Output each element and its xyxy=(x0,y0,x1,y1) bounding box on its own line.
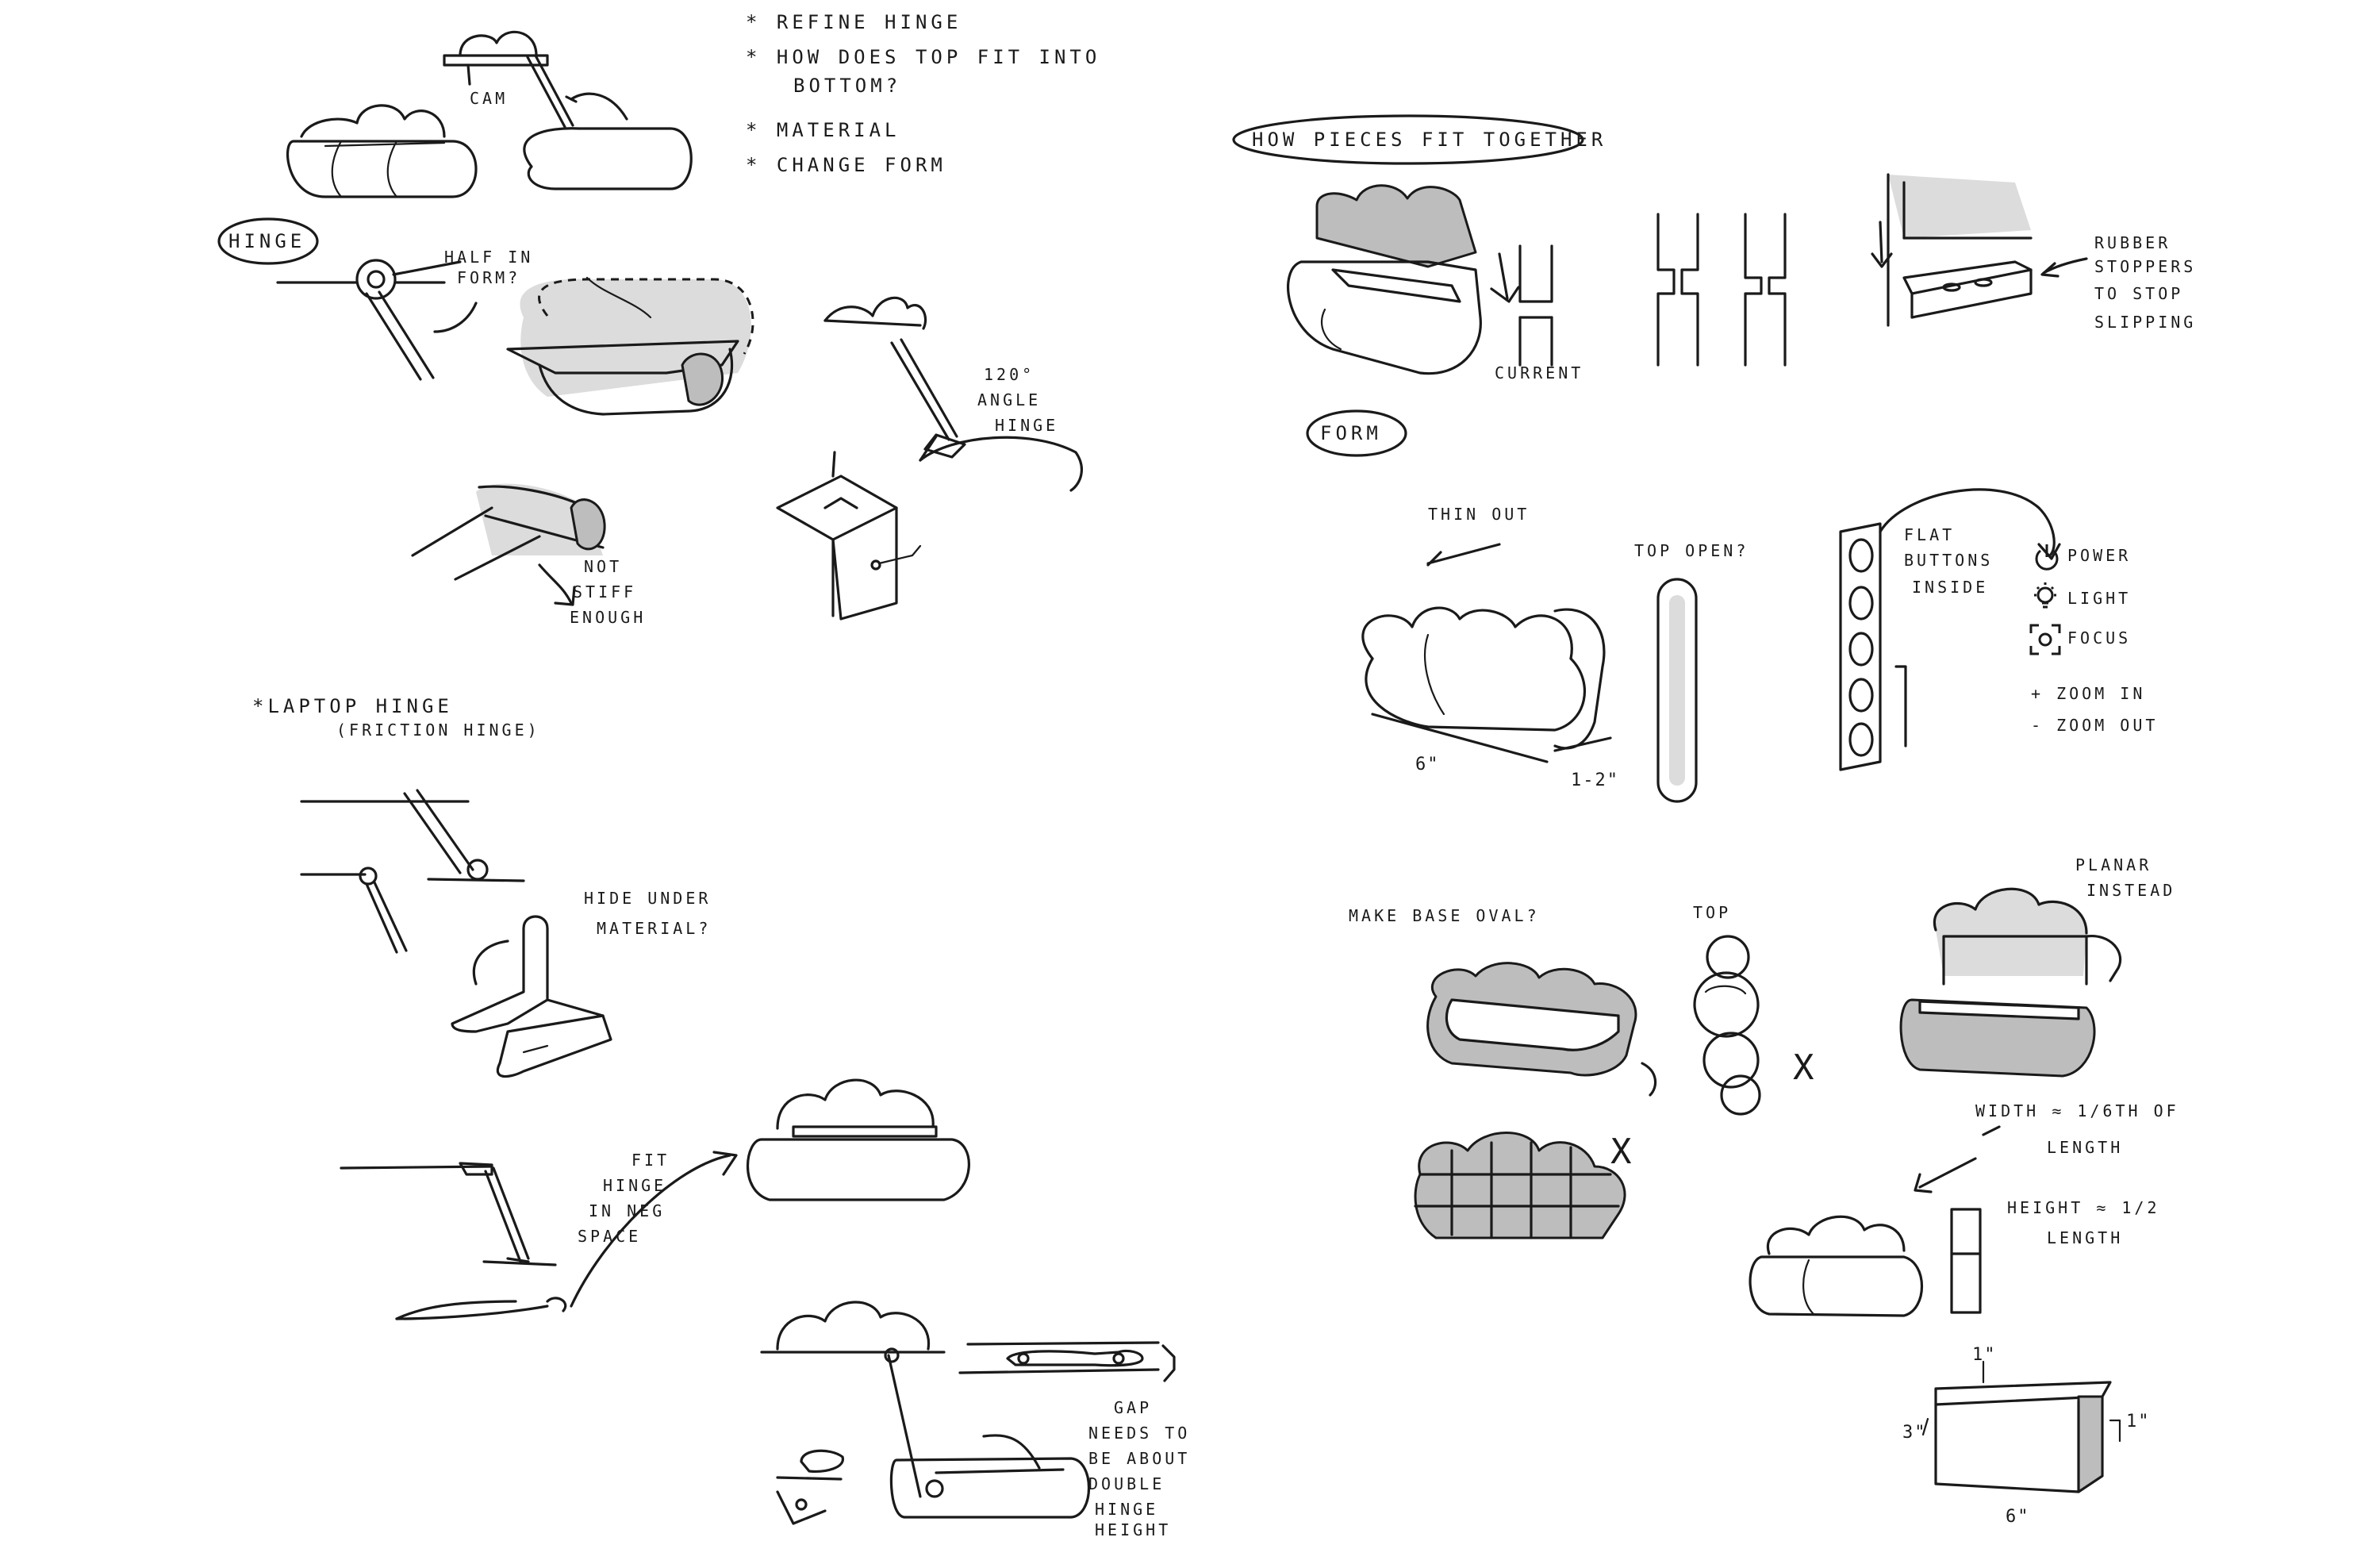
focus-icon xyxy=(2028,622,2063,657)
sketch-proportion-cloud xyxy=(1749,1125,2001,1317)
note-hide-under-2: MATERIAL? xyxy=(597,919,712,938)
note-enough: ENOUGH xyxy=(570,608,647,627)
sketch-hinge-roller xyxy=(276,259,478,381)
note-stoppers: STOPPERS xyxy=(2094,257,2197,276)
note-not: NOT xyxy=(584,557,623,576)
sketch-button-strip xyxy=(1839,488,2061,771)
note-half-in: HALF IN xyxy=(444,248,534,267)
note-instead: INSTEAD xyxy=(2086,881,2176,900)
fit-together-heading: HOW PIECES FIT TOGETHER xyxy=(1252,129,1607,151)
sketch-laptop-hinge xyxy=(300,789,525,954)
note-slipping: SLIPPING xyxy=(2094,313,2197,332)
dim-6-inch: 6" xyxy=(1415,755,1440,774)
note-stiff: STIFF xyxy=(573,582,637,601)
sketch-grid-cloud-rejected xyxy=(1414,1132,1626,1239)
fit-together-heading-oval xyxy=(1232,114,1584,165)
note-to-stop: TO STOP xyxy=(2094,284,2184,303)
sketch-hinge-neg-space xyxy=(340,1151,738,1320)
box-dim-bottom: 6" xyxy=(2006,1507,2030,1527)
note-friction-hinge: (FRICTION HINGE) xyxy=(336,721,540,740)
note-cam: CAM xyxy=(470,89,509,108)
note-gap-5: HINGE xyxy=(1095,1500,1159,1519)
box-dim-top: 1" xyxy=(1972,1345,1997,1365)
note-current: CURRENT xyxy=(1495,363,1584,382)
note-top: TOP xyxy=(1693,903,1732,922)
note-hinge: HINGE xyxy=(603,1176,667,1195)
note-flat: FLAT xyxy=(1904,525,1956,544)
sketch-mating-pieces xyxy=(1287,184,1520,375)
sketch-joint-profiles xyxy=(1518,213,1787,367)
note-half-in-2: FORM? xyxy=(457,268,521,287)
note-height-length: LENGTH xyxy=(2047,1228,2124,1247)
legend-zoom-in: + ZOOM IN xyxy=(2031,684,2146,703)
sketch-cloud-slot xyxy=(746,1078,970,1201)
sketch-cloud-thin-out xyxy=(1361,543,1612,763)
note-material: * MATERIAL xyxy=(746,119,900,141)
sketch-dimension-box xyxy=(1921,1360,2121,1493)
sketch-rubber-stoppers xyxy=(1871,173,2088,327)
note-top-open: TOP OPEN? xyxy=(1634,541,1749,560)
note-fit: FIT xyxy=(631,1151,670,1170)
light-bulb-icon xyxy=(2028,579,2063,614)
note-thin-out: THIN OUT xyxy=(1428,505,1530,524)
note-hide-under: HIDE UNDER xyxy=(584,889,712,908)
sketch-cloud-cam-arm xyxy=(443,30,693,190)
note-make-base-oval: MAKE BASE OVAL? xyxy=(1349,906,1540,925)
legend-zoom-out: - ZOOM OUT xyxy=(2031,716,2159,735)
hinge-heading-oval xyxy=(217,217,319,265)
note-height: HEIGHT ≈ 1/2 xyxy=(2007,1198,2160,1217)
reject-mark-top: X xyxy=(1793,1047,1814,1088)
sketch-oval-base-cloud xyxy=(1426,962,1657,1097)
box-dim-left: 3" xyxy=(1902,1423,1927,1443)
dim-1-2-inch: 1-2" xyxy=(1571,770,1619,790)
sketch-top-open-slot xyxy=(1656,578,1698,803)
note-angle: ANGLE xyxy=(977,390,1042,409)
form-heading-oval xyxy=(1306,409,1407,457)
legend-power: POWER xyxy=(2067,546,2132,565)
reject-mark-grid: X xyxy=(1610,1132,1632,1172)
note-top-fit-2: BOTTOM? xyxy=(793,75,902,97)
note-planar: PLANAR xyxy=(2075,855,2152,874)
sketch-l-bracket xyxy=(451,915,612,1078)
note-gap-4: DOUBLE xyxy=(1088,1474,1165,1493)
note-buttons: BUTTONS xyxy=(1904,551,1994,570)
form-heading: FORM xyxy=(1320,422,1382,444)
sketch-120-angle-hinge xyxy=(823,296,1084,492)
power-icon xyxy=(2031,541,2063,573)
note-gap-3: BE ABOUT xyxy=(1088,1449,1191,1468)
box-dim-right: 1" xyxy=(2126,1412,2151,1431)
sketch-cylinder-not-stiff xyxy=(411,483,606,606)
note-gap-2: NEEDS TO xyxy=(1088,1424,1191,1443)
note-refine-hinge: * REFINE HINGE xyxy=(746,11,962,33)
note-width: WIDTH ≈ 1/6TH OF xyxy=(1975,1101,2179,1120)
sketch-barrel-half-in-form xyxy=(506,276,754,416)
note-in-neg: IN NEG xyxy=(589,1201,666,1220)
sketch-cloud-base-left xyxy=(286,104,478,198)
sketch-planar-clouds xyxy=(1899,887,2122,1078)
sketch-cube-hinge xyxy=(776,451,922,621)
note-gap-6: HEIGHT xyxy=(1095,1520,1172,1539)
note-rubber: RUBBER xyxy=(2094,233,2171,252)
note-gap: GAP xyxy=(1114,1398,1153,1417)
note-angle-hinge: HINGE xyxy=(995,416,1059,435)
hinge-heading: HINGE xyxy=(228,230,306,252)
note-width-length: LENGTH xyxy=(2047,1138,2124,1157)
note-space: SPACE xyxy=(578,1227,642,1246)
note-inside: INSIDE xyxy=(1912,578,1989,597)
note-change-form: * CHANGE FORM xyxy=(746,154,946,176)
sketch-cloud-arm-base xyxy=(760,1301,1176,1525)
note-top-fit: * HOW DOES TOP FIT INTO xyxy=(746,46,1101,68)
sketch-top-view xyxy=(1693,935,1761,1116)
legend-focus: FOCUS xyxy=(2067,628,2132,648)
legend-light: LIGHT xyxy=(2067,589,2132,608)
note-laptop-hinge: *LAPTOP HINGE xyxy=(252,695,453,717)
note-120: 120° xyxy=(984,365,1035,384)
